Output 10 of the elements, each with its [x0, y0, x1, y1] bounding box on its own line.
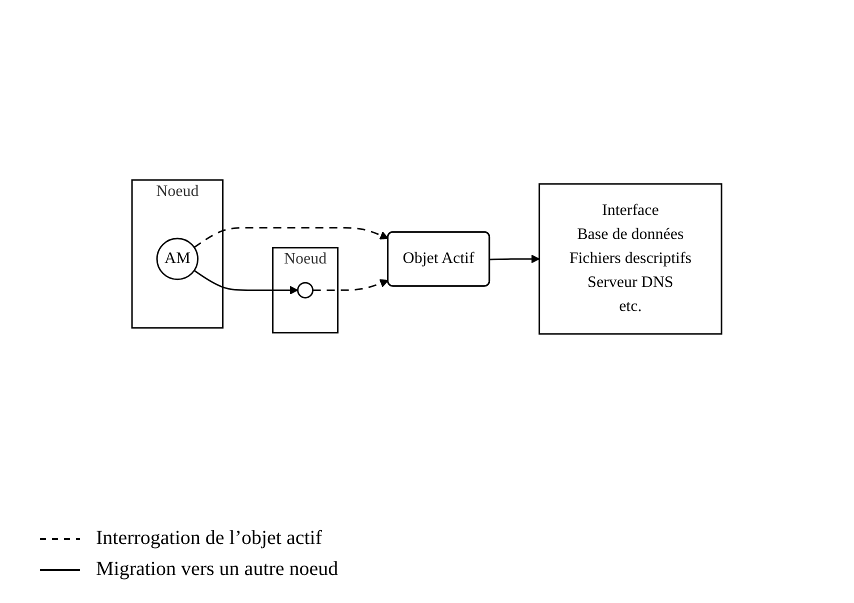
node-circle: AM — [156, 237, 199, 280]
node-circle — [297, 281, 314, 298]
arrow — [490, 254, 540, 263]
legend-text: Interrogation de l’objet actif — [96, 527, 322, 550]
arrow — [194, 269, 298, 294]
cluster: Noeud — [272, 246, 339, 333]
arrow — [194, 226, 389, 248]
node-box: Interface Base de données Fichiers descriptifs Serveur DNS etc. — [538, 182, 722, 334]
arrow — [313, 278, 389, 290]
legend-text: Migration vers un autre noeud — [96, 558, 338, 581]
